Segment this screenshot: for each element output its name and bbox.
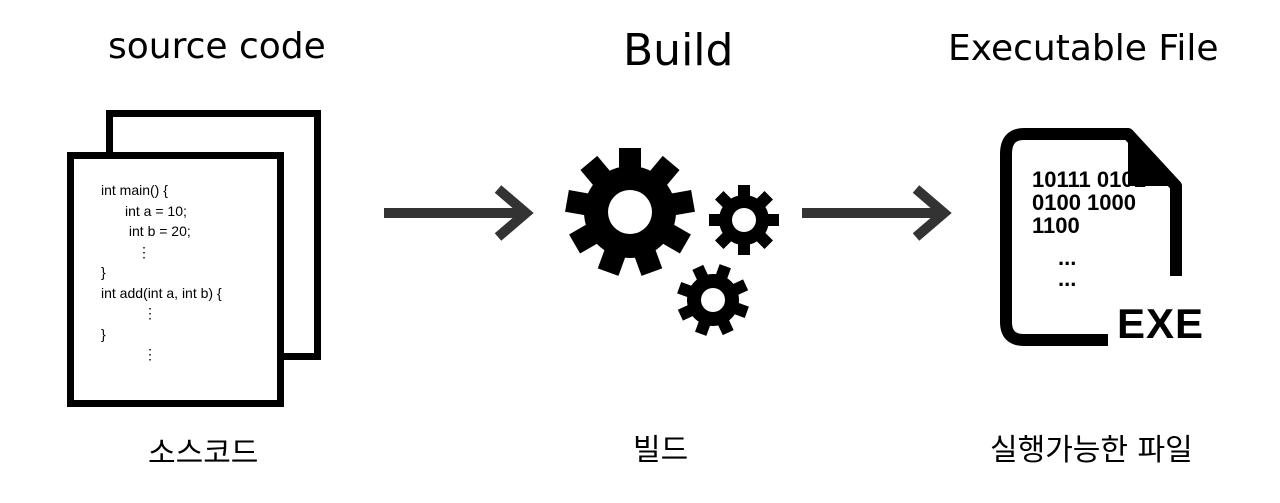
executable-file-label-ko: 실행가능한 파일 xyxy=(990,433,1193,468)
code-line: } xyxy=(101,325,106,342)
code-line: ⋮ xyxy=(137,243,151,260)
binary-line: 1100 xyxy=(1032,213,1080,238)
binary-content: 10111 0101 0100 1000 1100 ... ... xyxy=(1032,167,1146,291)
arrow-right-icon xyxy=(802,185,952,241)
code-line: int add(int a, int b) { xyxy=(101,284,222,301)
code-line: int a = 10; xyxy=(125,202,187,219)
source-code-title: source code xyxy=(108,26,326,67)
front-document xyxy=(67,152,284,407)
code-line: int main() { xyxy=(101,182,168,198)
source-code-label-ko: 소스코드 xyxy=(148,436,259,471)
binary-line: 0100 1000 xyxy=(1032,190,1136,215)
binary-line: ... xyxy=(1058,266,1077,291)
code-line: ⋮ xyxy=(143,346,157,362)
large-gear-icon xyxy=(565,148,695,276)
code-line: int b = 20; xyxy=(125,223,191,239)
arrow-right-icon xyxy=(384,185,534,241)
small-gear-icon xyxy=(677,264,749,336)
code-line: } xyxy=(101,264,106,280)
small-gear-icon xyxy=(709,185,779,255)
build-title: Build xyxy=(623,25,734,76)
build-label-ko: 빌드 xyxy=(633,433,689,468)
binary-line: 10111 0101 xyxy=(1032,167,1146,192)
binary-line: ... xyxy=(1058,245,1077,270)
executable-file-title: Executable File xyxy=(948,28,1219,69)
exe-badge: EXE xyxy=(1117,300,1205,347)
gears-icon xyxy=(565,148,779,336)
code-snippet: int main() { int a = 10; int b = 20; ⋮ }… xyxy=(101,180,222,365)
executable-file-icon xyxy=(1000,128,1182,346)
code-line: ⋮ xyxy=(143,305,157,321)
